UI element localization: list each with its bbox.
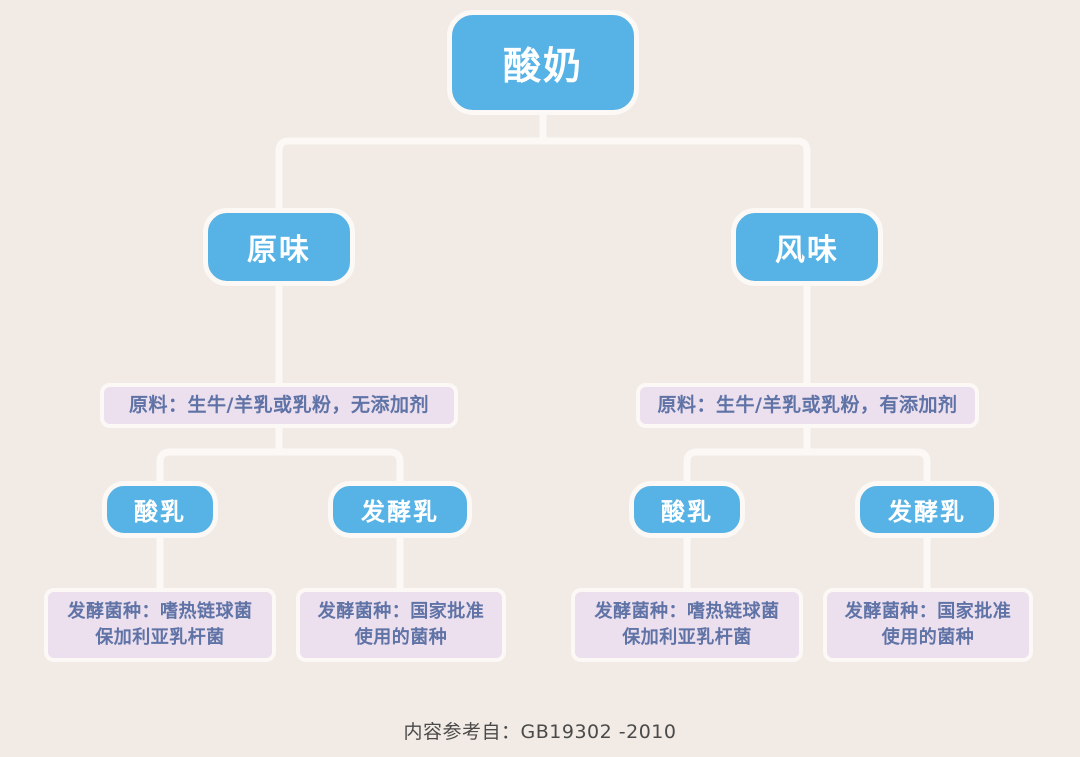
box-culture-flavored-fajiaoru-line1: 发酵菌种：国家批准 (844, 600, 1012, 622)
box-culture-flavored-suanru-line2: 保加利亚乳杆菌 (622, 627, 752, 648)
box-culture-flavored-fajiaoru: 发酵菌种：国家批准 使用的菌种 (823, 588, 1033, 662)
box-material-with-additive: 原料：生牛/羊乳或乳粉，有添加剂 (636, 383, 979, 428)
node-plain-flavor[interactable]: 原味 (203, 208, 355, 286)
box-culture-flavored-suanru-line1: 发酵菌种：嗜热链球菌 (594, 600, 780, 622)
source-note: 内容参考自：GB19302 -2010 (403, 721, 677, 743)
node-flavored-fajiaoru[interactable]: 发酵乳 (855, 481, 999, 538)
node-root-label: 酸奶 (502, 44, 583, 88)
box-material-with-additive-text: 原料：生牛/羊乳或乳粉，有添加剂 (657, 393, 958, 416)
node-root-yogurt[interactable]: 酸奶 (447, 10, 639, 115)
node-plain-fajiaoru[interactable]: 发酵乳 (328, 481, 472, 538)
box-culture-flavored-fajiaoru-line2: 使用的菌种 (881, 627, 975, 648)
box-culture-plain-fajiaoru-line2: 使用的菌种 (354, 627, 448, 648)
box-culture-plain-suanru-line1: 发酵菌种：嗜热链球菌 (67, 600, 253, 622)
node-plain-suanru[interactable]: 酸乳 (102, 481, 218, 538)
box-culture-flavored-suanru: 发酵菌种：嗜热链球菌 保加利亚乳杆菌 (571, 588, 803, 662)
node-added-flavor[interactable]: 风味 (731, 208, 883, 286)
box-culture-plain-suanru-line2: 保加利亚乳杆菌 (95, 627, 225, 648)
node-plain-suanru-label: 酸乳 (134, 498, 186, 526)
box-culture-plain-suanru: 发酵菌种：嗜热链球菌 保加利亚乳杆菌 (44, 588, 276, 662)
node-added-flavor-label: 风味 (775, 233, 839, 268)
box-material-no-additive-text: 原料：生牛/羊乳或乳粉，无添加剂 (129, 393, 429, 416)
node-flavored-fajiaoru-label: 发酵乳 (888, 498, 966, 526)
connector-right-split (683, 448, 931, 485)
node-plain-flavor-label: 原味 (247, 233, 311, 268)
box-culture-plain-fajiaoru: 发酵菌种：国家批准 使用的菌种 (296, 588, 506, 662)
box-material-no-additive: 原料：生牛/羊乳或乳粉，无添加剂 (100, 383, 458, 428)
node-flavored-suanru[interactable]: 酸乳 (629, 481, 745, 538)
box-culture-plain-fajiaoru-line1: 发酵菌种：国家批准 (317, 600, 485, 622)
connector-left-split (156, 448, 404, 485)
node-flavored-suanru-label: 酸乳 (661, 498, 713, 526)
connector-root-split (275, 137, 811, 212)
node-plain-fajiaoru-label: 发酵乳 (361, 498, 439, 526)
